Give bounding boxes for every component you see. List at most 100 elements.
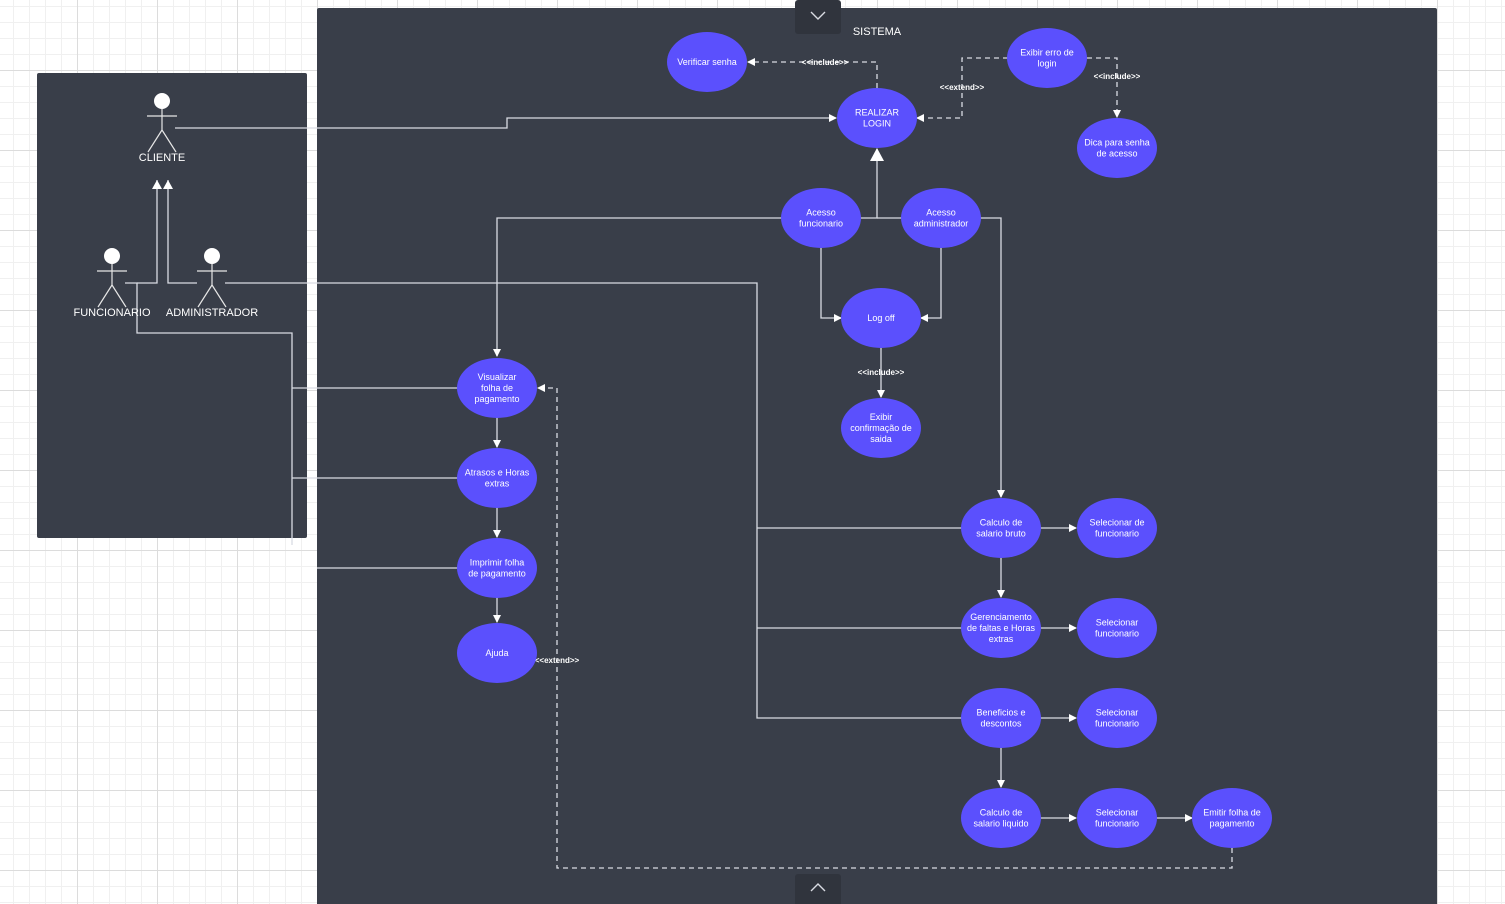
use-case-ellipse bbox=[961, 598, 1041, 658]
actor-cliente[interactable]: CLIENTE bbox=[139, 93, 185, 164]
use-case-label: Exibir bbox=[870, 412, 893, 422]
use-case-label: Ajuda bbox=[485, 648, 508, 658]
use-case-label: funcionario bbox=[1095, 629, 1139, 639]
use-case-label: salario liquido bbox=[973, 819, 1028, 829]
use-case-label: pagamento bbox=[474, 394, 519, 404]
use-case-label: Calculo de bbox=[980, 518, 1023, 528]
stereotype-include-logoff: <<include>> bbox=[858, 368, 905, 377]
use-case-label: Calculo de bbox=[980, 808, 1023, 818]
use-case-label: confirmação de bbox=[850, 423, 912, 433]
use-case-label: funcionario bbox=[799, 219, 843, 229]
use-case-label: de faltas e Horas bbox=[967, 623, 1036, 633]
actor-funcionario-label: FUNCIONARIO bbox=[74, 307, 151, 319]
use-case-label: Emitir folha de bbox=[1203, 808, 1261, 818]
use-case-label: funcionario bbox=[1095, 719, 1139, 729]
actor-administrador-label: ADMINISTRADOR bbox=[166, 307, 258, 319]
generalization-admin-cliente bbox=[163, 180, 197, 284]
collapse-handle-top[interactable] bbox=[795, 0, 841, 34]
use-case-log-off[interactable]: Log off bbox=[841, 288, 921, 348]
chevron-up-icon bbox=[810, 883, 826, 892]
use-case-label: extras bbox=[989, 634, 1014, 644]
use-case-label: Gerenciamento bbox=[970, 612, 1032, 622]
use-case-label: funcionario bbox=[1095, 529, 1139, 539]
use-case-label: Selecionar de bbox=[1089, 518, 1144, 528]
use-case-label: folha de bbox=[481, 383, 513, 393]
use-case-label: Exibir erro de bbox=[1020, 48, 1074, 58]
use-case-ellipse bbox=[961, 498, 1041, 558]
use-case-ellipse bbox=[837, 88, 917, 148]
use-case-label: Log off bbox=[867, 313, 895, 323]
use-case-label: Selecionar bbox=[1096, 618, 1139, 628]
use-case-ellipse bbox=[841, 288, 921, 348]
chevron-down-icon bbox=[810, 11, 826, 20]
use-case-ellipse bbox=[1077, 118, 1157, 178]
extend-ajuda-emitir bbox=[537, 384, 1233, 869]
use-case-label: Verificar senha bbox=[677, 57, 737, 67]
generalization-funcionario-cliente bbox=[137, 180, 162, 284]
use-case-ajuda[interactable]: Ajuda bbox=[457, 623, 537, 683]
use-case-label: de pagamento bbox=[468, 569, 526, 579]
use-case-label: administrador bbox=[914, 219, 969, 229]
use-case-ellipse bbox=[457, 448, 537, 508]
include-verificar-senha bbox=[747, 58, 878, 88]
use-case-label: Imprimir folha bbox=[470, 558, 525, 568]
use-case-ellipse bbox=[961, 788, 1041, 848]
use-case-label: LOGIN bbox=[863, 119, 891, 129]
use-case-ellipse bbox=[1192, 788, 1272, 848]
use-case-ellipse bbox=[841, 398, 921, 458]
actor-administrador[interactable]: ADMINISTRADOR bbox=[166, 248, 258, 319]
use-case-label: Dica para senha bbox=[1084, 138, 1150, 148]
stereotype-include-dica: <<include>> bbox=[1094, 72, 1141, 81]
system-title: SISTEMA bbox=[853, 26, 902, 38]
collapse-handle-bottom[interactable] bbox=[795, 874, 841, 904]
use-case-ellipse bbox=[457, 358, 537, 418]
use-case-ellipse bbox=[781, 188, 861, 248]
use-case-ellipse bbox=[961, 688, 1041, 748]
extend-exibir-erro bbox=[916, 57, 1008, 122]
use-case-ellipse bbox=[457, 623, 537, 683]
stereotype-extend-ajuda: <<extend>> bbox=[535, 656, 580, 665]
use-case-label: de acesso bbox=[1096, 149, 1137, 159]
use-case-label: saida bbox=[870, 434, 892, 444]
use-case-label: Acesso bbox=[806, 208, 836, 218]
use-case-label: REALIZAR bbox=[855, 108, 900, 118]
use-case-verificar-senha[interactable]: Verificar senha bbox=[667, 32, 747, 92]
use-case-label: Atrasos e Horas bbox=[465, 468, 530, 478]
use-case-ellipse bbox=[1077, 688, 1157, 748]
use-case-label: Acesso bbox=[926, 208, 956, 218]
stereotype-extend-erro: <<extend>> bbox=[940, 83, 985, 92]
use-case-label: Selecionar bbox=[1096, 808, 1139, 818]
use-case-ellipse bbox=[1007, 28, 1087, 88]
include-dica-senha bbox=[1087, 57, 1121, 118]
link-acesso-admin-logoff bbox=[920, 248, 942, 322]
actor-funcionario[interactable]: FUNCIONARIO bbox=[74, 248, 151, 319]
link-acesso-admin-calculo bbox=[980, 217, 1005, 498]
use-case-ellipse bbox=[457, 538, 537, 598]
use-case-label: extras bbox=[485, 479, 510, 489]
use-case-label: pagamento bbox=[1209, 819, 1254, 829]
link-admin-system bbox=[225, 282, 962, 719]
link-funcionario-system bbox=[125, 282, 293, 545]
link-acesso-funcionario-visualizar bbox=[493, 217, 782, 357]
actor-cliente-label: CLIENTE bbox=[139, 152, 185, 164]
